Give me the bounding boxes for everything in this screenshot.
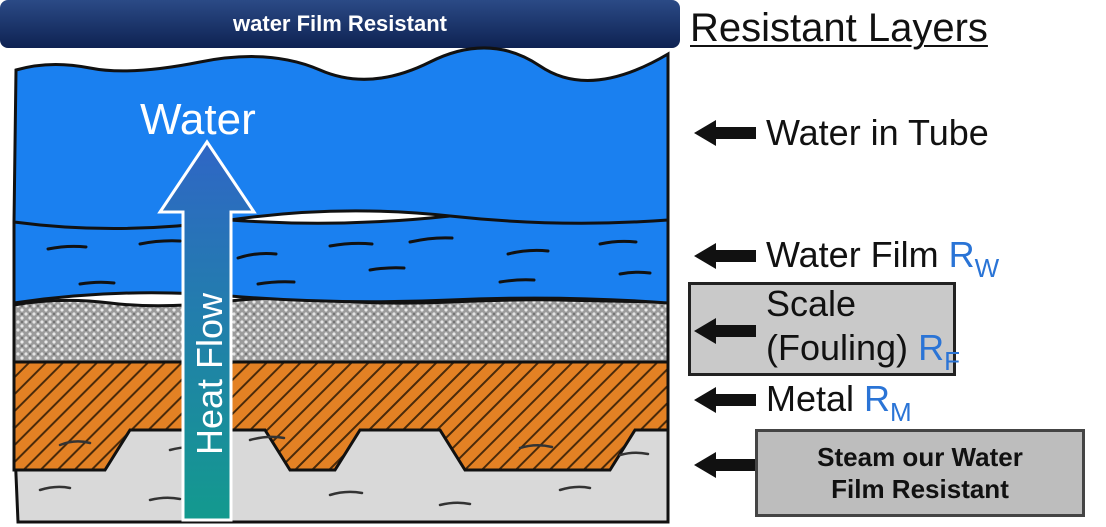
steam-box-line1: Steam our Water bbox=[817, 442, 1023, 472]
scale-subscript: F bbox=[944, 346, 960, 376]
heat-flow-arrow-icon bbox=[157, 139, 257, 522]
scale-layer bbox=[12, 296, 670, 364]
metal-symbol: R bbox=[864, 378, 891, 419]
film-dashes bbox=[46, 236, 652, 286]
water-in-tube-label: Water in Tube bbox=[766, 112, 989, 153]
left-arrow-icon bbox=[694, 120, 756, 146]
metal-subscript: M bbox=[890, 397, 912, 427]
left-arrow-icon bbox=[694, 387, 756, 413]
scale-label: Scale (Fouling) RF bbox=[766, 282, 960, 376]
metal-label: Metal RM bbox=[766, 378, 912, 427]
left-arrow-icon bbox=[694, 318, 756, 344]
water-label: Water bbox=[140, 95, 256, 144]
heat-flow-label: Heat Flow bbox=[189, 292, 230, 455]
steam-box: Steam our Water Film Resistant bbox=[755, 429, 1085, 517]
title-banner: water Film Resistant bbox=[0, 0, 680, 48]
water-film-label: Water Film RW bbox=[766, 234, 999, 283]
steam-box-line2: Film Resistant bbox=[831, 474, 1009, 504]
metal-text: Metal bbox=[766, 378, 855, 419]
scale-label-line2: (Fouling) RF bbox=[766, 326, 960, 376]
page-heading: Resistant Layers bbox=[690, 6, 988, 50]
metal-layer bbox=[12, 358, 670, 472]
scale-label-fouling: (Fouling) bbox=[766, 327, 909, 368]
left-arrow-icon bbox=[694, 452, 756, 478]
scale-label-line1: Scale bbox=[766, 283, 857, 324]
water-in-tube-layer bbox=[12, 46, 670, 231]
water-film-text: Water Film bbox=[766, 234, 939, 275]
water-film-subscript: W bbox=[974, 253, 1000, 283]
layer-diagram: Heat Flow Water bbox=[12, 46, 670, 524]
scale-symbol: R bbox=[918, 327, 945, 368]
left-arrow-icon bbox=[694, 243, 756, 269]
water-film-symbol: R bbox=[948, 234, 975, 275]
